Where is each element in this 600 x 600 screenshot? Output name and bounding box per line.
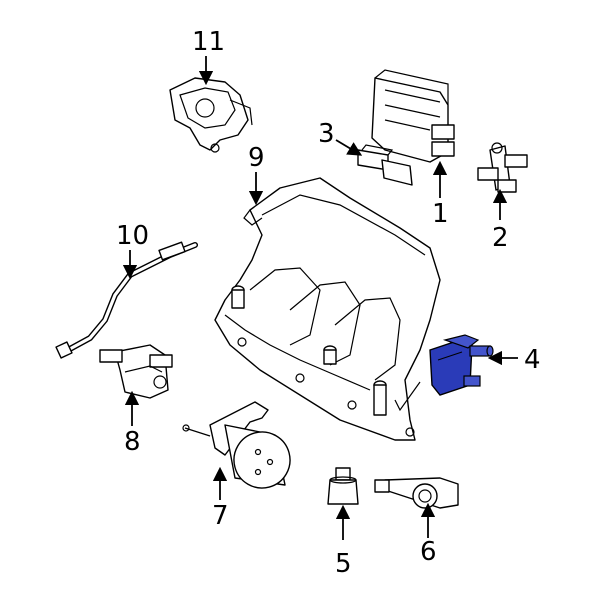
part-10-hose[interactable]	[55, 241, 198, 359]
part-5-sensor[interactable]	[327, 467, 359, 505]
callout-8: 8	[124, 427, 141, 457]
part-4-purge-solenoid[interactable]	[429, 334, 494, 396]
part-7-actuator[interactable]	[182, 401, 296, 494]
part-9-intake-manifold[interactable]	[214, 177, 441, 441]
callout-9: 9	[248, 143, 265, 173]
callout-7: 7	[212, 501, 229, 531]
callout-3: 3	[318, 119, 335, 149]
callout-11: 11	[192, 27, 225, 57]
part-2-solenoid[interactable]	[477, 142, 528, 193]
callout-10: 10	[116, 221, 149, 251]
part-6-sensor[interactable]	[374, 477, 459, 509]
callout-1: 1	[432, 199, 449, 229]
callout-4: 4	[524, 345, 541, 375]
callout-2: 2	[492, 223, 509, 253]
callout-5: 5	[335, 549, 352, 579]
part-3-connector[interactable]	[357, 144, 413, 186]
part-11-throttle-body[interactable]	[169, 77, 253, 153]
part-8-vacuum-valve[interactable]	[99, 344, 173, 399]
leader-3	[335, 139, 363, 156]
callout-6: 6	[420, 537, 437, 567]
part-1-purge-canister[interactable]	[371, 69, 455, 163]
